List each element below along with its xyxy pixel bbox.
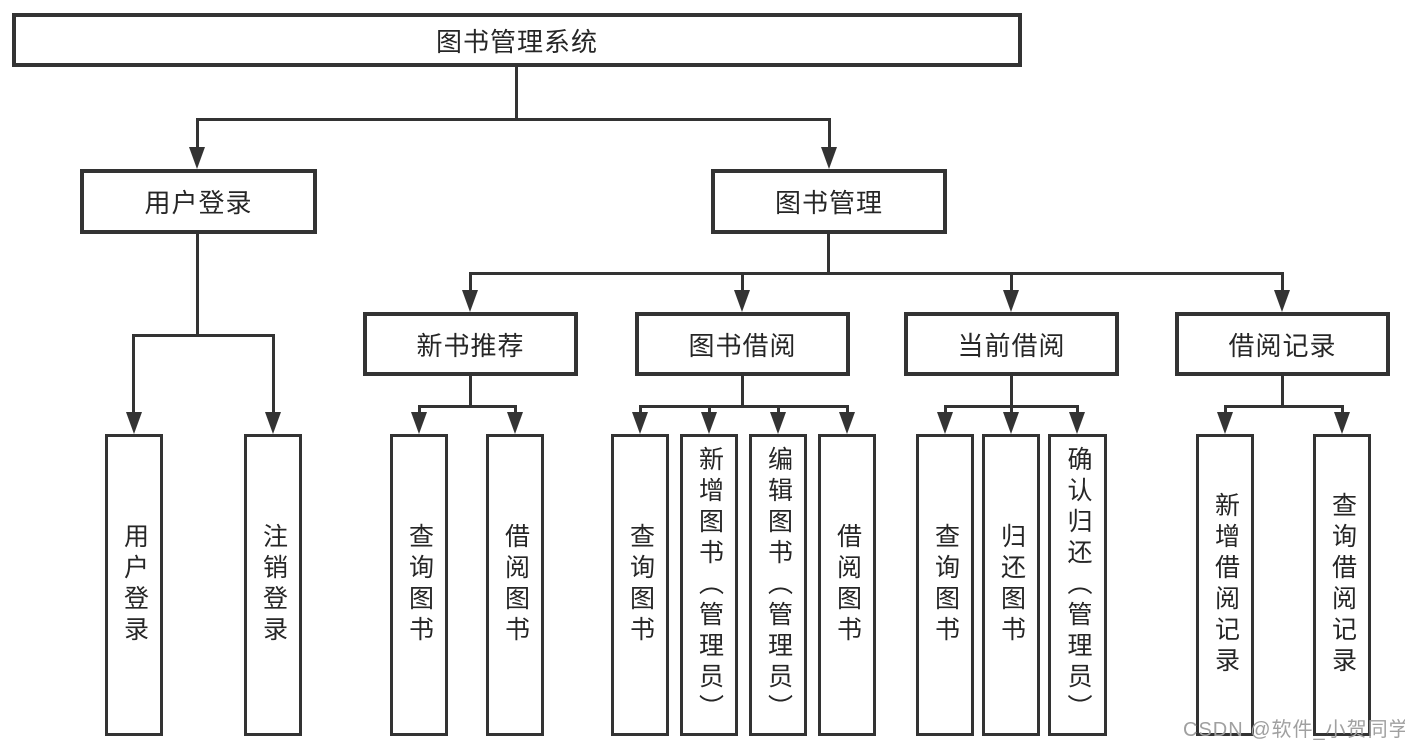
- arrow-down-icon: [1003, 290, 1019, 312]
- node-current-borrow: 当前借阅: [904, 312, 1119, 376]
- arrow-down-icon: [189, 147, 205, 169]
- arrow-down-icon: [1003, 412, 1019, 434]
- connector-line: [132, 334, 135, 414]
- connector-line: [1224, 405, 1344, 408]
- leaf-borrow-book-recommend: 借阅图书: [486, 434, 544, 736]
- connector-line: [469, 272, 472, 294]
- connector-line: [741, 272, 744, 294]
- connector-line: [418, 405, 421, 415]
- arrow-down-icon: [1274, 290, 1290, 312]
- connector-line: [132, 334, 275, 337]
- leaf-edit-book-admin: 编辑图书（管理员）: [749, 434, 807, 736]
- connector-line: [741, 375, 744, 407]
- leaf-query-borrow-record: 查询借阅记录: [1313, 434, 1371, 736]
- leaf-borrow-book: 借阅图书: [818, 434, 876, 736]
- node-book-management: 图书管理: [711, 169, 947, 234]
- leaf-user-login: 用户登录: [105, 434, 163, 736]
- leaf-query-book-current: 查询图书: [916, 434, 974, 736]
- connector-line: [827, 233, 830, 274]
- arrow-down-icon: [1069, 412, 1085, 434]
- arrow-down-icon: [462, 290, 478, 312]
- connector-line: [1341, 405, 1344, 415]
- arrow-down-icon: [126, 412, 142, 434]
- leaf-add-borrow-record: 新增借阅记录: [1196, 434, 1254, 736]
- arrow-down-icon: [821, 147, 837, 169]
- node-library-system: 图书管理系统: [12, 13, 1022, 67]
- connector-line: [1224, 405, 1227, 415]
- csdn-watermark: CSDN @软件_小贺同学: [1183, 719, 1405, 741]
- connector-line: [639, 405, 642, 415]
- connector-line: [1281, 272, 1284, 294]
- arrow-down-icon: [411, 412, 427, 434]
- connector-line: [639, 405, 848, 408]
- arrow-down-icon: [507, 412, 523, 434]
- connector-line: [828, 118, 831, 150]
- connector-line: [708, 405, 711, 415]
- arrow-down-icon: [734, 290, 750, 312]
- connector-line: [469, 375, 472, 407]
- node-borrow-record: 借阅记录: [1175, 312, 1390, 376]
- arrow-down-icon: [701, 412, 717, 434]
- leaf-query-book-borrow: 查询图书: [611, 434, 669, 736]
- connector-line: [1281, 375, 1284, 407]
- node-new-book-recommend: 新书推荐: [363, 312, 578, 376]
- connector-line: [196, 233, 199, 336]
- connector-line: [944, 405, 947, 415]
- connector-line: [418, 405, 517, 408]
- leaf-add-book-admin: 新增图书（管理员）: [680, 434, 738, 736]
- arrow-down-icon: [937, 412, 953, 434]
- connector-line: [1010, 272, 1013, 294]
- node-user-login: 用户登录: [80, 169, 317, 234]
- connector-line: [196, 118, 199, 150]
- leaf-confirm-return-admin: 确认归还（管理员）: [1048, 434, 1107, 736]
- leaf-logout: 注销登录: [244, 434, 302, 736]
- connector-line: [514, 405, 517, 415]
- arrow-down-icon: [265, 412, 281, 434]
- connector-line: [515, 66, 518, 120]
- leaf-return-book: 归还图书: [982, 434, 1040, 736]
- arrow-down-icon: [839, 412, 855, 434]
- node-book-borrow: 图书借阅: [635, 312, 850, 376]
- connector-line: [1010, 375, 1013, 407]
- leaf-query-book-recommend: 查询图书: [390, 434, 448, 736]
- connector-line: [272, 334, 275, 414]
- connector-line: [1076, 405, 1079, 415]
- connector-line: [1010, 405, 1013, 415]
- arrow-down-icon: [1334, 412, 1350, 434]
- arrow-down-icon: [632, 412, 648, 434]
- connector-line: [197, 118, 831, 121]
- arrow-down-icon: [1217, 412, 1233, 434]
- arrow-down-icon: [770, 412, 786, 434]
- connector-line: [846, 405, 849, 415]
- connector-line: [469, 272, 1283, 275]
- connector-line: [777, 405, 780, 415]
